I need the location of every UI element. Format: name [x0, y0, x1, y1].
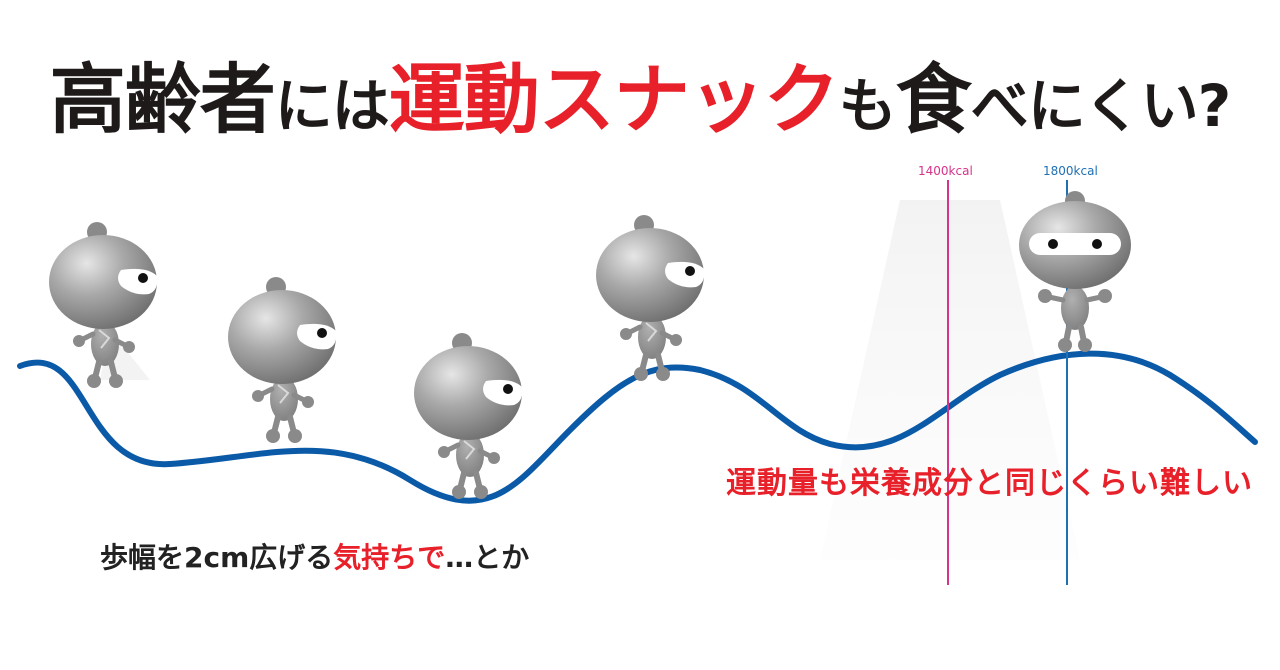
character-front: [1019, 191, 1131, 352]
title-part-4: も: [838, 72, 897, 140]
light-beam: [820, 200, 1080, 560]
caption-right: 運動量も栄養成分と同じくらい難しい: [726, 466, 1253, 501]
title-part-5: 食: [895, 55, 972, 144]
caption-left-part-1: 歩幅を2cm広げる: [100, 541, 334, 574]
title-part-3: 運動スナック: [388, 55, 840, 144]
label-1800kcal: 1800kcal: [1043, 164, 1098, 178]
title-part-6: べにくい?: [970, 72, 1231, 140]
character-1: [49, 222, 157, 388]
character-2: [228, 277, 336, 443]
title-part-2: には: [274, 72, 390, 140]
caption-left-part-3: …とか: [445, 541, 530, 574]
caption-left: 歩幅を2cm広げる気持ちで…とか: [100, 536, 529, 576]
title-part-1: 高齢者: [49, 55, 276, 144]
label-1400kcal: 1400kcal: [918, 164, 973, 178]
character-3: [414, 333, 522, 499]
caption-left-part-2: 気持ちで: [333, 541, 446, 574]
character-4: [596, 215, 704, 381]
page-title: 高齢者には運動スナックも食べにくい?: [0, 38, 1280, 148]
